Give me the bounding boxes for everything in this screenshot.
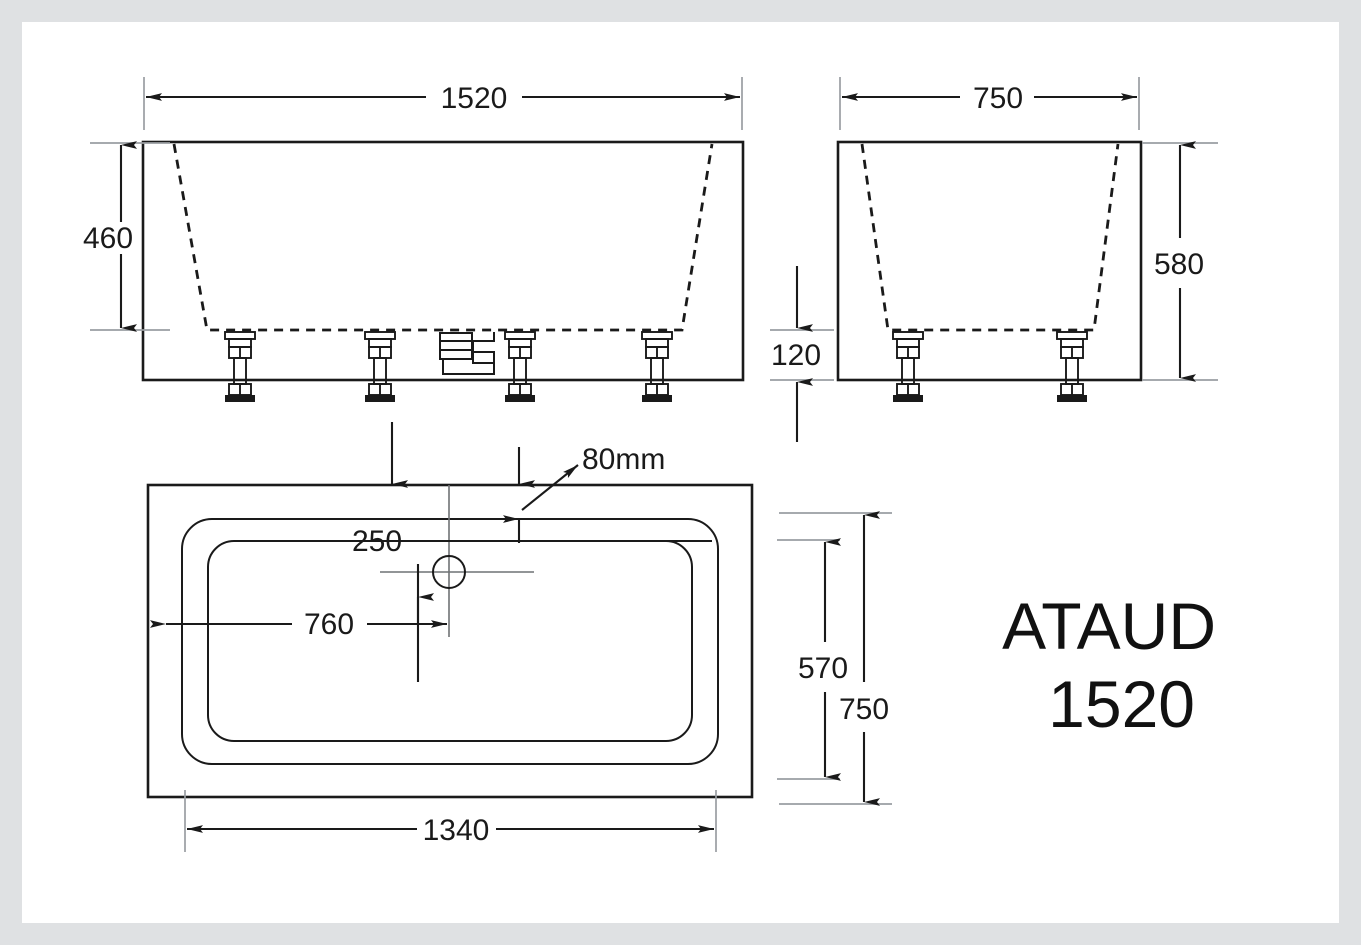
side-elevation-view	[836, 140, 1143, 403]
side-leg-2	[1056, 331, 1088, 403]
plan-basin-rounded-rect	[207, 540, 693, 742]
dimension-250: 250	[352, 515, 712, 558]
front-inner-profile-hidden	[172, 143, 714, 332]
dimension-750-depth: 750	[779, 511, 892, 806]
title-line-1: ATAUD	[1002, 589, 1216, 663]
dimension-570: 570	[777, 538, 848, 781]
front-leg-3	[504, 331, 536, 403]
dimension-580-label: 580	[1154, 248, 1204, 281]
dimension-580: 580	[1142, 141, 1218, 382]
drawing-title: ATAUD 1520	[1002, 589, 1216, 741]
front-elevation-outline	[141, 140, 745, 382]
side-elevation-outline	[836, 140, 1143, 382]
drain-hole	[432, 555, 466, 589]
waste-trap-icon	[439, 332, 495, 375]
plan-view	[146, 483, 754, 799]
dimension-120-label: 120	[771, 339, 821, 372]
title-line-2: 1520	[1048, 667, 1195, 741]
dimension-80mm-label: 80mm	[582, 443, 665, 476]
dimension-750-depth-label: 750	[839, 693, 889, 726]
front-leg-1	[224, 331, 256, 403]
drawing-svg: 1520 460 120	[83, 77, 1218, 852]
dimension-250-label: 250	[352, 525, 402, 558]
technical-drawing-canvas: 1520 460 120	[22, 22, 1339, 923]
dimension-460-label: 460	[83, 222, 133, 255]
dimension-80mm: 80mm	[521, 443, 665, 511]
dimension-750-width-label: 750	[973, 82, 1023, 115]
dimension-1520: 1520	[143, 77, 743, 130]
page-canvas	[22, 22, 1339, 923]
front-leg-4	[641, 331, 673, 403]
dimension-460: 460	[83, 141, 170, 332]
dimension-750-width: 750	[839, 77, 1140, 130]
dimension-1520-label: 1520	[441, 82, 508, 115]
dimension-120: 120	[770, 266, 834, 442]
side-leg-1	[892, 331, 924, 403]
plan-rim-rounded-rect	[181, 518, 719, 765]
side-inner-profile-hidden	[860, 143, 1120, 332]
dimension-760-label: 760	[304, 608, 354, 641]
dimension-1340-label: 1340	[423, 814, 490, 847]
front-elevation-view	[141, 140, 745, 403]
front-leg-2	[364, 331, 396, 403]
dimension-1340: 1340	[184, 790, 717, 852]
dimension-570-label: 570	[798, 652, 848, 685]
plan-outer-outline	[146, 483, 754, 799]
dimension-760: 760	[150, 564, 447, 682]
